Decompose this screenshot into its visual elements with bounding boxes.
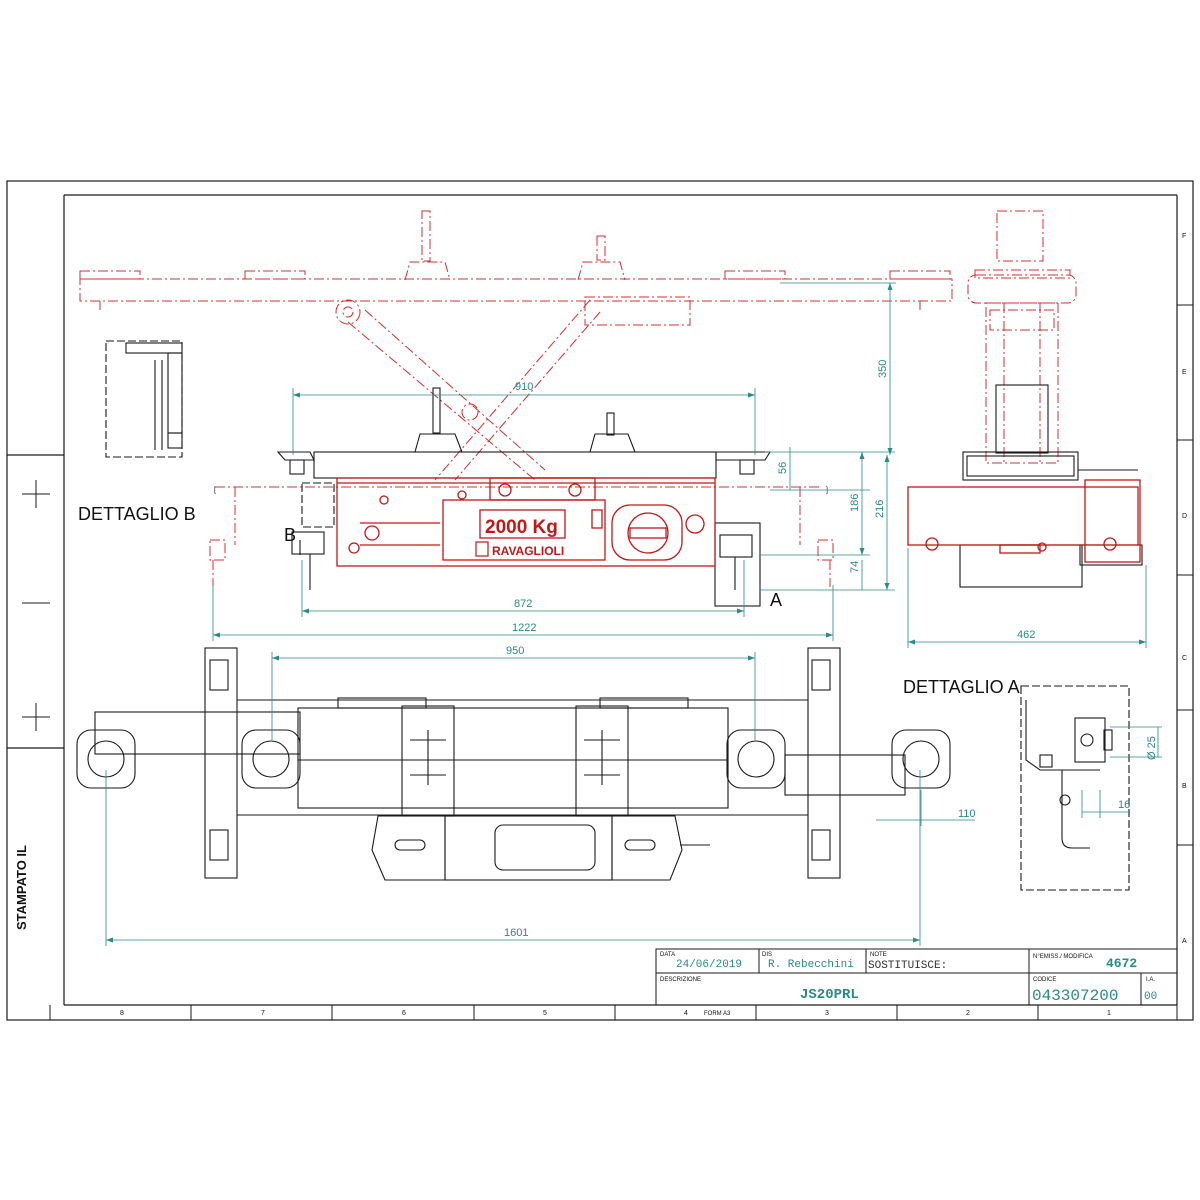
- col-5: 5: [543, 1010, 547, 1017]
- front-body-red: [336, 477, 716, 567]
- title-block-fields: DATA 24/06/2019 DIS R. Rebecchini NOTE S…: [660, 952, 1157, 1005]
- descr-value: JS20PRL: [800, 987, 859, 1003]
- dimension-lines: [105, 282, 1162, 946]
- note-value: SOSTITUISCE:: [868, 960, 947, 972]
- dim-216: 216: [874, 500, 886, 518]
- brand-logo: RAVAGLIOLI: [475, 541, 564, 558]
- column-ticks: [49, 1005, 1178, 1020]
- dis-value: R. Rebecchini: [768, 959, 854, 971]
- data-label: DATA: [660, 952, 675, 958]
- marker-b: B: [284, 525, 296, 545]
- dim-350: 350: [877, 360, 889, 378]
- row-e: E: [1182, 369, 1187, 376]
- registration-marks: [22, 480, 50, 731]
- detail-b-view: [105, 340, 183, 458]
- form-label: FORM A3: [704, 1011, 731, 1017]
- col-4: 4: [684, 1010, 688, 1017]
- ia-value: 00: [1144, 991, 1157, 1003]
- row-labels: F E D C B A: [1182, 233, 1187, 945]
- title-block: [655, 948, 1178, 1006]
- col-7: 7: [261, 1010, 265, 1017]
- emiss-label: N°EMISS./ MODIFICA: [1033, 954, 1093, 960]
- dim-110: 110: [958, 808, 976, 820]
- dimension-values: 910 350 56 186 216 74 872 1222 462 950 1…: [504, 360, 1158, 939]
- dim-186: 186: [849, 494, 861, 512]
- col-2: 2: [966, 1010, 970, 1017]
- col-8: 8: [120, 1010, 124, 1017]
- col-1: 1: [1107, 1010, 1111, 1017]
- detail-b-label: DETTAGLIO B: [78, 504, 196, 524]
- sheet-frame: [6, 180, 1194, 1021]
- col-6: 6: [402, 1010, 406, 1017]
- detail-a-view: [1020, 685, 1130, 891]
- row-d: D: [1182, 513, 1187, 520]
- dim-1222: 1222: [512, 622, 536, 634]
- row-c: C: [1182, 655, 1187, 662]
- front-view: [276, 387, 771, 607]
- capacity-plate: 2000 Kg: [485, 517, 558, 538]
- detail-a-label: DETTAGLIO A: [903, 677, 1020, 697]
- dim-462: 462: [1017, 629, 1035, 641]
- dim-950: 950: [506, 645, 524, 657]
- row-ticks: [1177, 304, 1193, 846]
- side-view-raised: [967, 210, 1077, 464]
- marker-a: A: [770, 590, 782, 610]
- emiss-value: 4672: [1106, 956, 1137, 971]
- row-a: A: [1182, 938, 1187, 945]
- top-view: [76, 647, 951, 881]
- brand-name: RAVAGLIOLI: [492, 544, 564, 558]
- note-label: NOTE: [870, 952, 887, 958]
- code-value: 043307200: [1032, 987, 1118, 1005]
- code-label: CODICE: [1033, 977, 1056, 983]
- stamp-label: STAMPATO IL: [14, 845, 29, 930]
- dim-872: 872: [514, 598, 532, 610]
- dim-910: 910: [515, 381, 533, 393]
- row-b: B: [1182, 783, 1187, 790]
- data-value: 24/06/2019: [676, 959, 742, 971]
- row-f: F: [1182, 233, 1186, 240]
- column-labels: 8 7 6 5 4 FORM A3 3 2 1: [120, 1010, 1111, 1017]
- dim-16: 16: [1118, 799, 1130, 811]
- side-body-red: [907, 479, 1141, 563]
- bracket-right: ]: [826, 487, 828, 494]
- dimension-arrows: [106, 283, 1146, 943]
- col-3: 3: [825, 1010, 829, 1017]
- dim-56: 56: [777, 462, 789, 474]
- side-view: [959, 384, 1143, 588]
- dim-25: Ø 25: [1146, 736, 1158, 760]
- dis-label: DIS: [762, 952, 772, 958]
- dim-74: 74: [849, 561, 861, 573]
- descr-label: DESCRIZIONE: [660, 977, 701, 983]
- ia-label: I.A.: [1146, 977, 1155, 983]
- bracket-left: [: [214, 487, 216, 494]
- dim-1601: 1601: [504, 927, 528, 939]
